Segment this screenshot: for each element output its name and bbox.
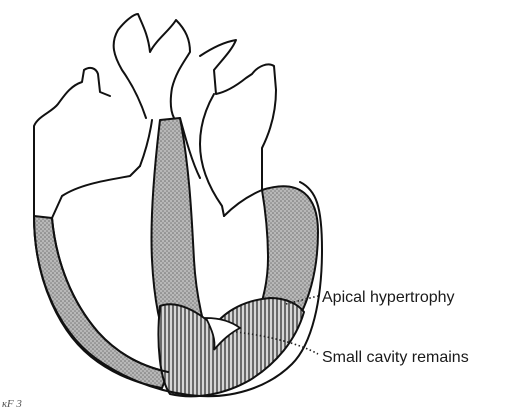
small-cavity-label: Small cavity remains (322, 349, 469, 366)
aorta-outline (114, 14, 190, 118)
right-atrium-outline (34, 68, 140, 218)
figure-corner-mark: ĸF 3 (2, 398, 22, 410)
apical-hypertrophy-region (158, 298, 304, 396)
apical-hypertrophy-label: Apical hypertrophy (322, 289, 455, 306)
